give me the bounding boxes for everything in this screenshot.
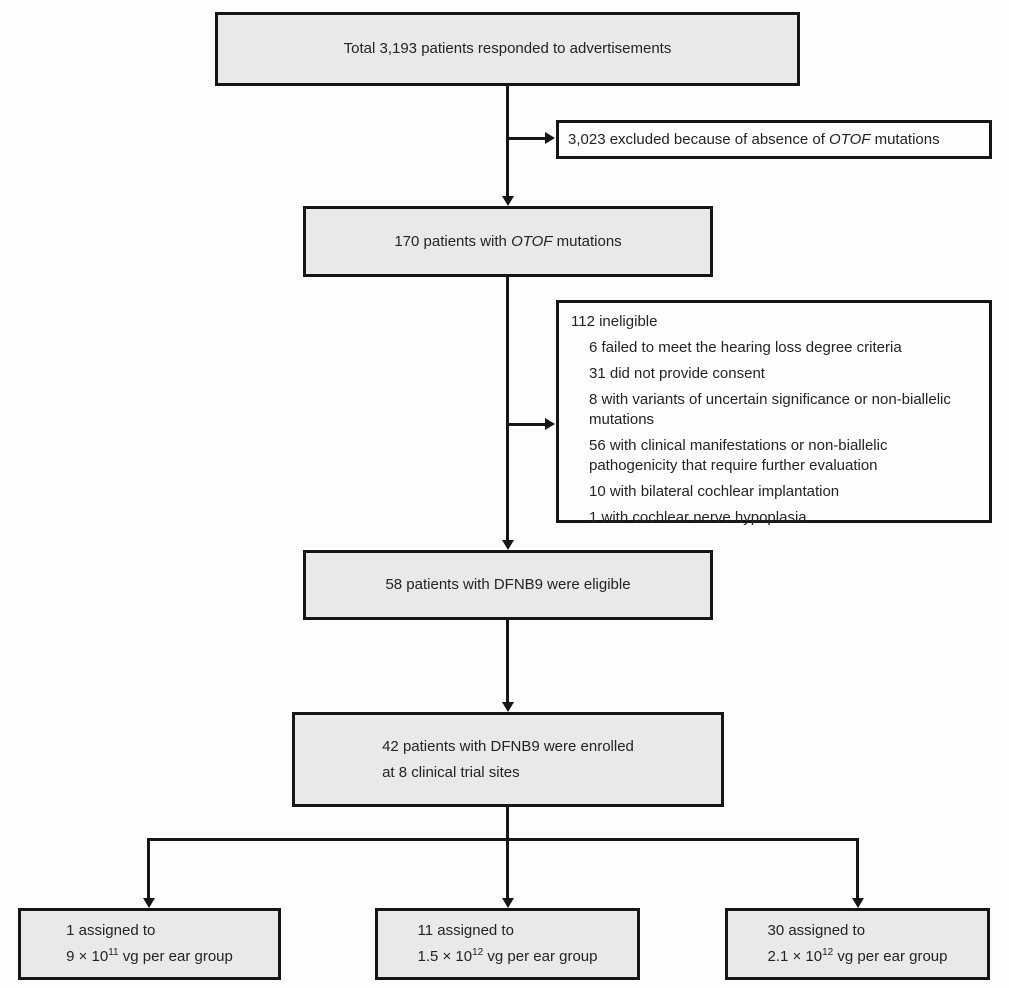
connector-top-to-otof-line (506, 86, 509, 196)
box-total-responded-label: Total 3,193 patients responded to advert… (343, 40, 672, 57)
box-eligible-dfnb9-label: 58 patients with DFNB9 were eligible (385, 576, 631, 593)
dose-exponent: 12 (472, 947, 484, 958)
connector-split-horizontal-line (147, 838, 859, 841)
box-group-high-dose: 30 assigned to 2.1 × 1012 vg per ear gro… (725, 908, 990, 980)
ineligible-title: 112 ineligible (571, 313, 658, 330)
arrowhead-down-group-mid (502, 898, 514, 908)
box-otof-mutations-label: 170 patients with OTOF mutations (394, 232, 622, 250)
box-total-responded: Total 3,193 patients responded to advert… (215, 12, 800, 86)
dose-exponent: 11 (108, 947, 119, 958)
ineligible-item: 6 failed to meet the hearing loss degree… (589, 339, 902, 356)
ineligible-item: 56 with clinical manifestations or non-b… (589, 437, 888, 474)
connector-eligible-to-enrolled-line (506, 620, 509, 702)
connector-excluded-line (506, 137, 545, 140)
ineligible-item: 10 with bilateral cochlear implantation (589, 483, 840, 500)
box-group-mid-dose-label: 11 assigned to 1.5 × 1012 vg per ear gro… (417, 922, 598, 965)
box-group-low-dose: 1 assigned to 9 × 1011 vg per ear group (18, 908, 281, 980)
arrowhead-down-eligible (502, 540, 514, 550)
connector-drop-middle-line (506, 838, 509, 898)
box-eligible-dfnb9: 58 patients with DFNB9 were eligible (303, 550, 713, 620)
arrowhead-down-group-high (852, 898, 864, 908)
ineligible-item: 1 with cochlear nerve hypoplasia (589, 509, 807, 526)
gene-otof: OTOF (829, 130, 871, 148)
arrowhead-right-ineligible (545, 418, 555, 430)
ineligible-item: 31 did not provide consent (589, 365, 765, 382)
box-excluded-otof-label: 3,023 excluded because of absence of OTO… (568, 130, 940, 148)
arrowhead-right-excluded (545, 132, 555, 144)
box-otof-mutations: 170 patients with OTOF mutations (303, 206, 713, 277)
connector-ineligible-line (506, 423, 545, 426)
gene-otof: OTOF (511, 232, 553, 250)
arrowhead-down-otof (502, 196, 514, 206)
connector-enrolled-stem-line (506, 807, 509, 841)
ineligible-item: 8 with variants of uncertain significanc… (589, 391, 951, 428)
connector-drop-right-line (856, 838, 859, 898)
dose-exponent: 12 (822, 947, 834, 958)
box-excluded-otof: 3,023 excluded because of absence of OTO… (556, 120, 992, 159)
arrowhead-down-enrolled (502, 702, 514, 712)
arrowhead-down-group-low (143, 898, 155, 908)
connector-drop-left-line (147, 838, 150, 898)
box-enrolled: 42 patients with DFNB9 were enrolled at … (292, 712, 724, 807)
connector-otof-to-eligible-line (506, 277, 509, 540)
box-group-low-dose-label: 1 assigned to 9 × 1011 vg per ear group (66, 922, 233, 965)
box-enrolled-label: 42 patients with DFNB9 were enrolled at … (382, 737, 634, 781)
box-ineligible: 112 ineligible 6 failed to meet the hear… (556, 300, 992, 526)
box-group-high-dose-label: 30 assigned to 2.1 × 1012 vg per ear gro… (767, 922, 948, 965)
box-group-mid-dose: 11 assigned to 1.5 × 1012 vg per ear gro… (375, 908, 640, 980)
